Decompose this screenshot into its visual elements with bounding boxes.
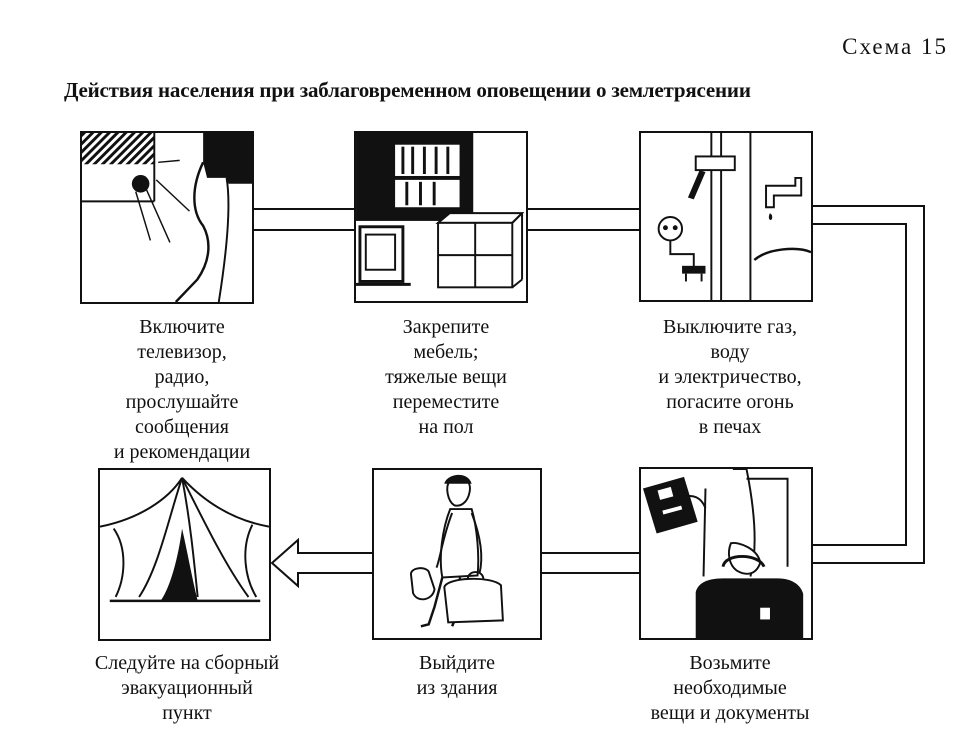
step-5-caption: Выйдите из здания <box>416 652 498 699</box>
connector-5-6-arrow <box>270 537 374 589</box>
step-4-caption: Возьмите необходимые вещи и документы <box>650 652 810 724</box>
diagram-title: Действия населения при заблаговременном … <box>64 78 751 102</box>
step-1-panel <box>80 131 254 304</box>
documents-bag-icon <box>642 469 804 638</box>
connector-1-2 <box>252 208 356 231</box>
step-6-caption: Следуйте на сборный эвакуационный пункт <box>94 652 280 724</box>
step-3-caption: Выключите газ, воду и электричество, пог… <box>658 316 802 438</box>
scheme-label: Схема 15 <box>842 34 948 59</box>
step-2-panel <box>354 131 528 303</box>
step-6-panel <box>98 468 271 641</box>
step-2-caption: Закрепите мебель; тяжелые вещи перемести… <box>385 316 507 438</box>
leave-building-icon <box>410 474 504 628</box>
step-1-caption: Включите телевизор, радио, прослушайте с… <box>113 316 251 463</box>
utilities-off-icon <box>657 133 811 300</box>
tv-radio-listening-icon <box>82 133 252 302</box>
step-4-panel <box>639 467 813 640</box>
connector-2-3 <box>526 208 641 231</box>
evacuation-tent-icon <box>100 477 269 603</box>
furniture-secure-icon <box>356 133 525 289</box>
step-3-panel <box>639 131 813 302</box>
connector-4-5 <box>539 552 641 574</box>
step-5-panel <box>372 468 542 640</box>
